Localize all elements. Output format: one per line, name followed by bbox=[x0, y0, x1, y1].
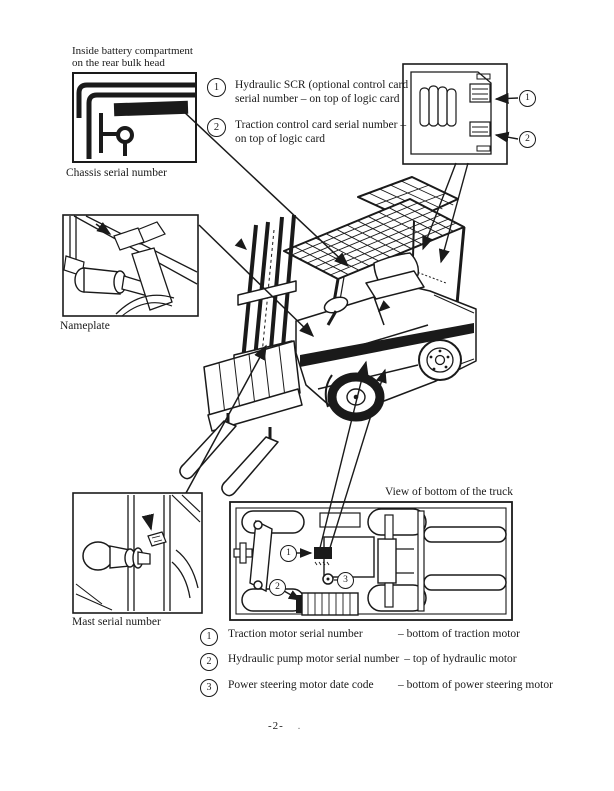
bottom-view-drawing bbox=[229, 501, 513, 621]
callout-2-badge: 2 bbox=[207, 118, 226, 137]
bottom-list-1-badge: 1 bbox=[200, 628, 218, 646]
traction-card-edge bbox=[469, 121, 491, 137]
pointer-arrow-2 bbox=[494, 131, 519, 143]
callout-2-line2: on top of logic card bbox=[235, 133, 326, 145]
front-wheel-right bbox=[367, 584, 427, 612]
fork-bottom bbox=[423, 574, 507, 591]
nameplate-inset-label: Nameplate bbox=[60, 320, 110, 332]
bottom-callout-2: 2 bbox=[269, 579, 286, 596]
bottom-list-item-1: 1 Traction motor serial number – bottom … bbox=[200, 628, 520, 646]
callout-2-line1: Traction control card serial number – bbox=[235, 119, 407, 131]
chassis-caption-line2: on the rear bulk head bbox=[72, 57, 165, 69]
bottom-callout-3: 3 bbox=[337, 572, 354, 589]
traction-motor-plate bbox=[314, 547, 332, 559]
callout-traction-card: 2 Traction control card serial number – … bbox=[207, 118, 425, 146]
bottom-list-2-label: Hydraulic pump motor serial number bbox=[228, 653, 400, 665]
bottom-list-item-3: 3 Power steering motor date code – botto… bbox=[200, 679, 553, 697]
chassis-inset-drawing bbox=[72, 72, 197, 163]
mast-inset-drawing bbox=[72, 492, 203, 614]
logic-callout-2: 2 bbox=[519, 131, 536, 148]
nameplate-inset-drawing bbox=[62, 214, 199, 317]
pointer-arrow-1 bbox=[494, 92, 519, 105]
bottom-view-label: View of bottom of the truck bbox=[384, 486, 513, 498]
chassis-serial-plate bbox=[113, 100, 189, 117]
chassis-caption-line1: Inside battery compartment bbox=[72, 45, 193, 57]
fork-top bbox=[423, 526, 507, 543]
rear-wheel-left bbox=[241, 510, 305, 534]
callout-1-badge: 1 bbox=[207, 78, 226, 97]
bottom-list-3-badge: 3 bbox=[200, 679, 218, 697]
mast-tag-arrow bbox=[141, 513, 154, 531]
bottom-list-1-label: Traction motor serial number bbox=[228, 628, 363, 640]
bottom-list-2-badge: 2 bbox=[200, 653, 218, 671]
forklift-drawing bbox=[179, 176, 477, 497]
bottom-list-3-label: Power steering motor date code bbox=[228, 679, 374, 691]
bottom-callout-1: 1 bbox=[280, 545, 297, 562]
page-number-mark: . bbox=[297, 720, 302, 732]
front-wheel-left bbox=[367, 508, 427, 536]
logic-card-inset-drawing bbox=[402, 63, 519, 165]
nameplate-arrow bbox=[95, 222, 112, 235]
page-number: -2- bbox=[268, 720, 284, 732]
callout-hydraulic-scr: 1 Hydraulic SCR (optional control card s… bbox=[207, 78, 425, 106]
chassis-caption: Inside battery compartment on the rear b… bbox=[72, 45, 193, 69]
nameplate-plate bbox=[113, 227, 145, 251]
callout-1-line1: Hydraulic SCR (optional control card bbox=[235, 79, 409, 91]
page-number-area: -2- . bbox=[268, 720, 338, 732]
bottom-list-1-location: – bottom of traction motor bbox=[398, 628, 521, 640]
bottom-list-item-2: 2 Hydraulic pump motor serial number – t… bbox=[200, 653, 517, 671]
logic-callout-1: 1 bbox=[519, 90, 536, 107]
bottom-arrow-2 bbox=[283, 590, 302, 601]
bottom-list-2-location: – top of hydraulic motor bbox=[404, 653, 517, 665]
chassis-inset-label: Chassis serial number bbox=[66, 167, 167, 179]
mast-serial-tag bbox=[147, 531, 167, 547]
bottom-list-3-location: – bottom of power steering motor bbox=[398, 679, 553, 691]
mast-inset-label: Mast serial number bbox=[72, 616, 161, 628]
callout-1-line2: serial number – on top of logic card bbox=[235, 93, 400, 105]
